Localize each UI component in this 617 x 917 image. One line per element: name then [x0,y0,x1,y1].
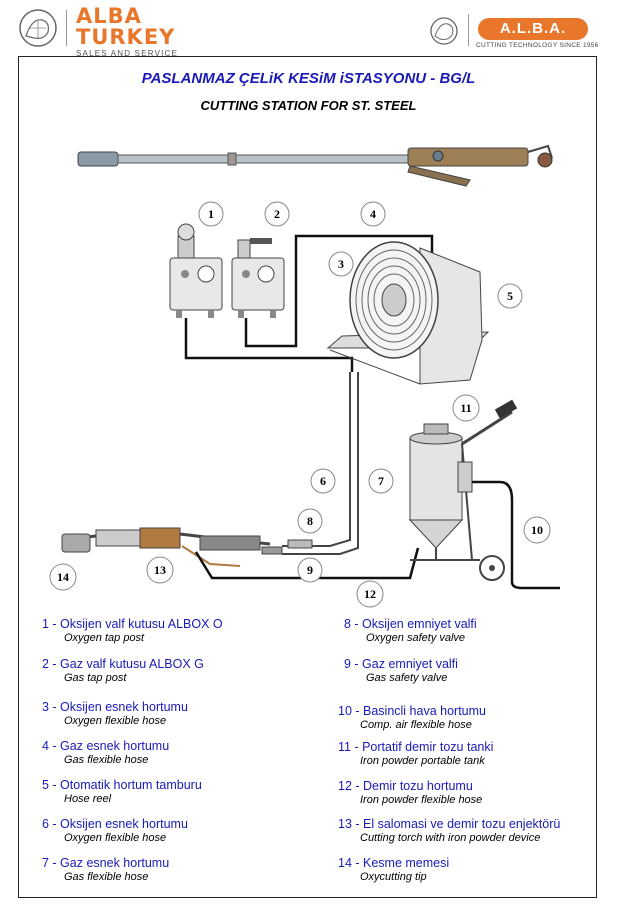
callout-11-label: 11 [460,401,471,415]
callout-1-label: 1 [208,207,214,221]
callout-14-label: 14 [57,570,69,584]
legend-item-3-en: Oxygen flexible hose [64,715,167,727]
cutting-lance [77,144,553,187]
alba-badge: A.L.B.A. [478,18,588,40]
legend-item-12-en: Iron powder flexible hose [360,794,483,806]
legend-item-10-tr: 10 - Basincli hava hortumu [338,704,486,718]
legend-item-6: 6 - Oksijen esnek hortumu Oxygen flexibl… [42,817,188,844]
callout-7-label: 7 [378,474,384,488]
legend-item-9: 9 - Gaz emniyet valfi Gas safety valve [344,657,458,684]
legend-item-12-tr: 12 - Demir tozu hortumu [338,779,473,793]
callout-4-label: 4 [370,207,376,221]
legend-item-4-en: Gas flexible hose [64,754,149,766]
callout-4: 4 [360,201,386,227]
legend-item-13-tr: 13 - El salomasi ve demir tozu enjektörü [338,817,561,831]
legend-item-7-en: Gas flexible hose [64,871,149,883]
legend-item-5-en: Hose reel [64,793,112,805]
callout-2: 2 [264,201,290,227]
brand-line-1: ALBA [76,4,142,28]
callout-10: 10 [523,516,551,544]
callout-12-label: 12 [364,587,376,601]
oxygen-tap-post [169,223,223,318]
callout-13: 13 [146,556,174,584]
legend-item-9-tr: 9 - Gaz emniyet valfi [344,657,458,671]
legend-item-5-tr: 5 - Otomatik hortum tamburu [42,778,202,792]
legend-item-8: 8 - Oksijen emniyet valfi Oxygen safety … [344,617,477,644]
legend-item-11-tr: 11 - Portatif demir tozu tanki [338,740,494,754]
legend-item-11-en: Iron powder portable tank [360,755,485,767]
legend-item-12: 12 - Demir tozu hortumu Iron powder flex… [338,779,482,806]
alba-turkey-logo-icon [19,9,57,47]
legend-item-1-tr: 1 - Oksijen valf kutusu ALBOX O [42,617,223,631]
cutting-torch [61,527,271,567]
callout-5-label: 5 [507,289,513,303]
legend-item-8-en: Oxygen safety valve [366,632,466,644]
callout-10-label: 10 [531,523,543,537]
title-english: CUTTING STATION FOR ST. STEEL [200,98,417,113]
page-header: ALBA TURKEY SALES AND SERVICE A.L.B.A. C… [0,0,617,58]
legend-item-5: 5 - Otomatik hortum tamburu Hose reel [42,778,202,805]
alba-tagline: CUTTING TECHNOLOGY SINCE 1956 [476,42,599,49]
callout-8-label: 8 [307,514,313,528]
alba-emblem-icon [430,17,458,45]
legend-item-3: 3 - Oksijen esnek hortumu Oxygen flexibl… [42,700,188,727]
brand-block: ALBA TURKEY SALES AND SERVICE [76,6,178,58]
legend-item-2-tr: 2 - Gaz valf kutusu ALBOX G [42,657,204,671]
legend-item-3-tr: 3 - Oksijen esnek hortumu [42,700,188,714]
legend-item-11: 11 - Portatif demir tozu tanki Iron powd… [338,740,493,767]
brand-tagline: SALES AND SERVICE [76,49,179,58]
callout-9-label: 9 [307,563,313,577]
legend-item-9-en: Gas safety valve [366,672,448,684]
callout-14: 14 [49,563,77,591]
legend-item-2: 2 - Gaz valf kutusu ALBOX G Gas tap post [42,657,204,684]
content-frame [18,56,597,898]
legend-item-7: 7 - Gaz esnek hortumu Gas flexible hose [42,856,169,883]
brand-line-2: TURKEY [76,25,176,49]
legend-item-10-en: Comp. air flexible hose [360,719,472,731]
legend-item-10: 10 - Basincli hava hortumu Comp. air fle… [338,704,486,731]
callout-6: 6 [310,468,336,494]
callout-5: 5 [497,283,523,309]
callout-12: 12 [356,580,384,608]
header-separator [66,10,67,46]
legend-item-13: 13 - El salomasi ve demir tozu enjektörü… [338,817,560,844]
legend-item-14: 14 - Kesme memesi Oxycutting tip [338,856,449,883]
legend-item-4: 4 - Gaz esnek hortumu Gas flexible hose [42,739,169,766]
callout-11: 11 [452,394,480,422]
legend-item-14-en: Oxycutting tip [360,871,427,883]
callout-13-label: 13 [154,563,166,577]
callout-8: 8 [297,508,323,534]
header-separator-right [468,14,469,46]
legend-item-6-tr: 6 - Oksijen esnek hortumu [42,817,188,831]
callout-9: 9 [297,557,323,583]
callout-3-label: 3 [338,257,344,271]
gas-tap-post [231,238,285,318]
callout-6-label: 6 [320,474,326,488]
callout-3: 3 [328,251,354,277]
legend-item-7-tr: 7 - Gaz esnek hortumu [42,856,170,870]
title-turkish: PASLANMAZ ÇELiK KESiM iSTASYONU - BG/L [141,70,476,87]
legend-item-8-tr: 8 - Oksijen emniyet valfi [344,617,477,631]
callout-7: 7 [368,468,394,494]
legend-item-13-en: Cutting torch with iron powder device [360,832,541,844]
callout-2-label: 2 [274,207,280,221]
legend-item-1: 1 - Oksijen valf kutusu ALBOX O Oxygen t… [42,617,223,644]
hose-reel [326,241,490,385]
legend-item-2-en: Gas tap post [64,672,127,684]
legend-item-14-tr: 14 - Kesme memesi [338,856,450,870]
iron-powder-tank [408,399,518,581]
legend-item-6-en: Oxygen flexible hose [64,832,167,844]
legend-item-4-tr: 4 - Gaz esnek hortumu [42,739,170,753]
legend-item-1-en: Oxygen tap post [64,632,145,644]
callout-1: 1 [198,201,224,227]
